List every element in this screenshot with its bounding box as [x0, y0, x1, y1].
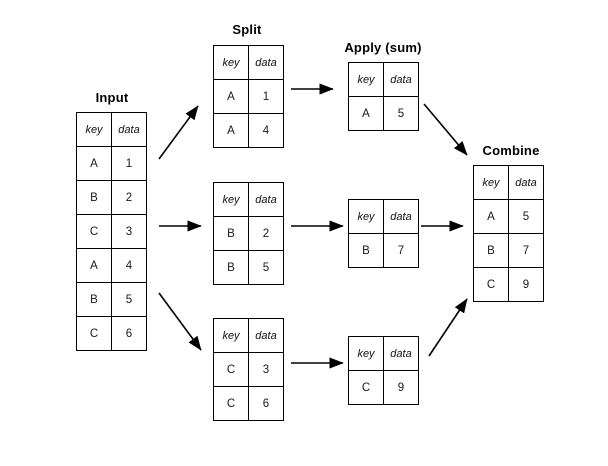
column-header-data: data — [383, 199, 419, 234]
column-header-key: key — [213, 182, 249, 217]
table-header-row: key data — [473, 165, 544, 200]
cell-data: 9 — [508, 267, 544, 302]
table-header-row: key data — [348, 62, 419, 97]
cell-key: A — [213, 79, 249, 114]
cell-key: C — [473, 267, 509, 302]
column-header-data: data — [111, 112, 147, 147]
column-header-key: key — [348, 336, 384, 371]
cell-key: C — [76, 316, 112, 351]
cell-data: 7 — [383, 233, 419, 268]
cell-data: 2 — [111, 180, 147, 215]
input-table: key data A 1 B 2 C 3 A 4 B 5 C 6 — [76, 112, 147, 351]
column-header-key: key — [348, 199, 384, 234]
table-row: B 2 — [213, 216, 284, 251]
apply-table-b: key data B 7 — [348, 199, 419, 268]
cell-data: 6 — [248, 386, 284, 421]
table-row: A 1 — [76, 146, 147, 181]
column-header-key: key — [213, 318, 249, 353]
cell-key: C — [76, 214, 112, 249]
table-header-row: key data — [213, 318, 284, 353]
cell-data: 4 — [111, 248, 147, 283]
cell-key: C — [213, 352, 249, 387]
apply-title: Apply (sum) — [344, 40, 422, 55]
cell-key: B — [348, 233, 384, 268]
apply-table-c: key data C 9 — [348, 336, 419, 405]
table-row: C 9 — [348, 370, 419, 405]
column-header-data: data — [248, 182, 284, 217]
column-header-key: key — [348, 62, 384, 97]
input-title: Input — [95, 90, 129, 105]
table-row: C 3 — [76, 214, 147, 249]
column-header-data: data — [508, 165, 544, 200]
cell-data: 6 — [111, 316, 147, 351]
split-table-c: key data C 3 C 6 — [213, 318, 284, 421]
table-header-row: key data — [76, 112, 147, 147]
cell-data: 9 — [383, 370, 419, 405]
column-header-key: key — [473, 165, 509, 200]
column-header-data: data — [383, 62, 419, 97]
table-row: B 7 — [348, 233, 419, 268]
arrow-apply-c-to-combine — [428, 298, 468, 357]
cell-data: 4 — [248, 113, 284, 148]
table-header-row: key data — [213, 45, 284, 80]
table-row: C 6 — [213, 386, 284, 421]
column-header-key: key — [76, 112, 112, 147]
cell-data: 5 — [383, 96, 419, 131]
cell-data: 5 — [111, 282, 147, 317]
table-row: C 9 — [473, 267, 544, 302]
table-row: C 6 — [76, 316, 147, 351]
table-header-row: key data — [213, 182, 284, 217]
cell-key: C — [213, 386, 249, 421]
cell-key: A — [76, 248, 112, 283]
table-row: B 5 — [76, 282, 147, 317]
table-row: A 5 — [473, 199, 544, 234]
table-row: B 2 — [76, 180, 147, 215]
table-row: B 5 — [213, 250, 284, 285]
cell-key: A — [348, 96, 384, 131]
cell-data: 1 — [248, 79, 284, 114]
column-header-key: key — [213, 45, 249, 80]
cell-key: B — [213, 250, 249, 285]
table-row: A 4 — [213, 113, 284, 148]
arrow-input-to-split-a — [158, 105, 199, 160]
arrow-apply-a-to-combine — [423, 103, 468, 156]
apply-table-a: key data A 5 — [348, 62, 419, 131]
table-header-row: key data — [348, 336, 419, 371]
arrow-input-to-split-c — [158, 292, 202, 351]
cell-data: 1 — [111, 146, 147, 181]
split-table-a: key data A 1 A 4 — [213, 45, 284, 148]
cell-key: C — [348, 370, 384, 405]
cell-data: 2 — [248, 216, 284, 251]
table-row: A 1 — [213, 79, 284, 114]
column-header-data: data — [383, 336, 419, 371]
column-header-data: data — [248, 318, 284, 353]
cell-key: A — [213, 113, 249, 148]
cell-data: 3 — [248, 352, 284, 387]
cell-key: B — [76, 180, 112, 215]
split-table-b: key data B 2 B 5 — [213, 182, 284, 285]
table-header-row: key data — [348, 199, 419, 234]
combine-title: Combine — [482, 143, 540, 158]
cell-key: B — [473, 233, 509, 268]
table-row: C 3 — [213, 352, 284, 387]
cell-key: A — [76, 146, 112, 181]
cell-key: B — [213, 216, 249, 251]
cell-key: A — [473, 199, 509, 234]
column-header-data: data — [248, 45, 284, 80]
cell-data: 3 — [111, 214, 147, 249]
table-row: A 4 — [76, 248, 147, 283]
cell-data: 7 — [508, 233, 544, 268]
table-row: B 7 — [473, 233, 544, 268]
cell-data: 5 — [508, 199, 544, 234]
cell-data: 5 — [248, 250, 284, 285]
combine-table: key data A 5 B 7 C 9 — [473, 165, 544, 302]
split-title: Split — [232, 22, 262, 37]
cell-key: B — [76, 282, 112, 317]
table-row: A 5 — [348, 96, 419, 131]
